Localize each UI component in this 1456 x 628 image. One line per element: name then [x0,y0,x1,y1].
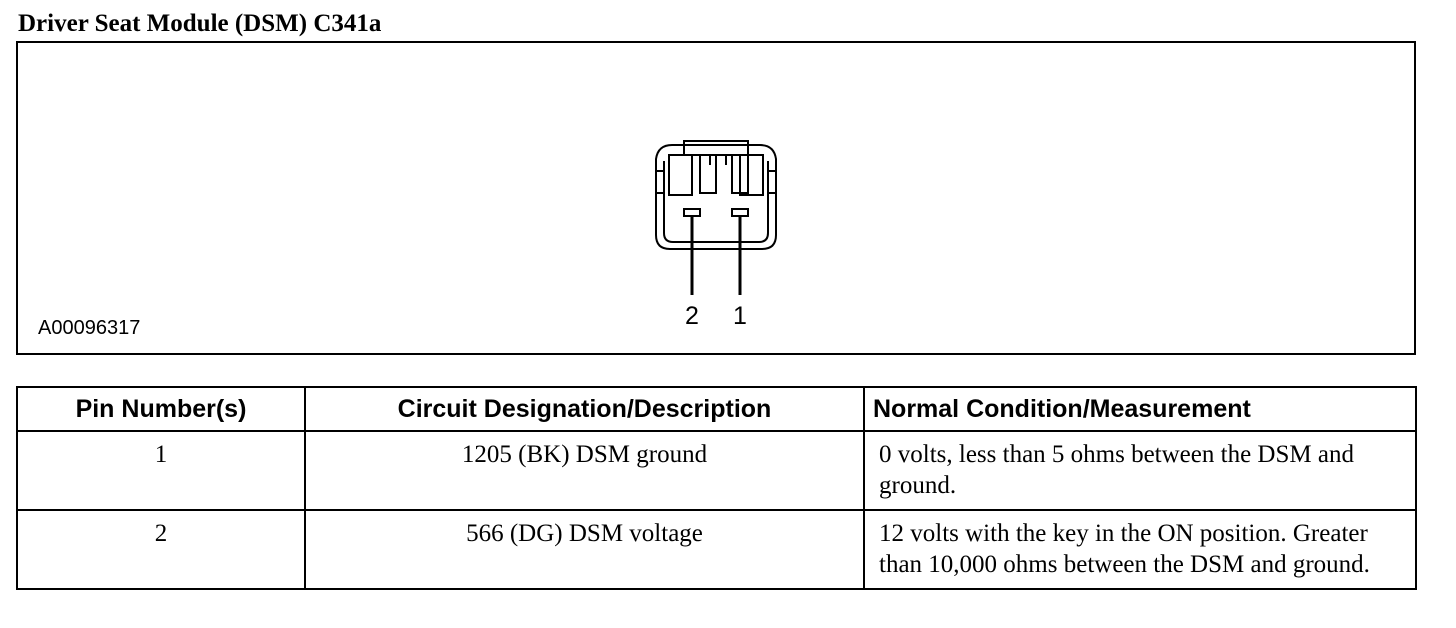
pin-label-2: 2 [685,302,699,330]
cell-pin: 2 [16,509,306,590]
table-row: 2 566 (DG) DSM voltage 12 volts with the… [16,509,1417,590]
cell-circuit: 566 (DG) DSM voltage [304,509,865,590]
header-condition: Normal Condition/Measurement [863,386,1417,432]
connector-face-icon [655,140,777,295]
header-circuit: Circuit Designation/Description [304,386,865,432]
cell-condition: 0 volts, less than 5 ohms between the DS… [863,430,1417,511]
connector-figure: 2 1 A00096317 [16,41,1416,355]
header-pin-number: Pin Number(s) [16,386,306,432]
table-row: 1 1205 (BK) DSM ground 0 volts, less tha… [16,430,1417,511]
cell-pin: 1 [16,430,306,511]
figure-id: A00096317 [38,317,141,339]
pin-label-1: 1 [733,302,747,330]
pin-table: Pin Number(s) Circuit Designation/Descri… [16,386,1417,590]
table-header-row: Pin Number(s) Circuit Designation/Descri… [16,386,1417,432]
cell-circuit: 1205 (BK) DSM ground [304,430,865,511]
page-title: Driver Seat Module (DSM) C341a [18,10,382,37]
cell-condition: 12 volts with the key in the ON position… [863,509,1417,590]
